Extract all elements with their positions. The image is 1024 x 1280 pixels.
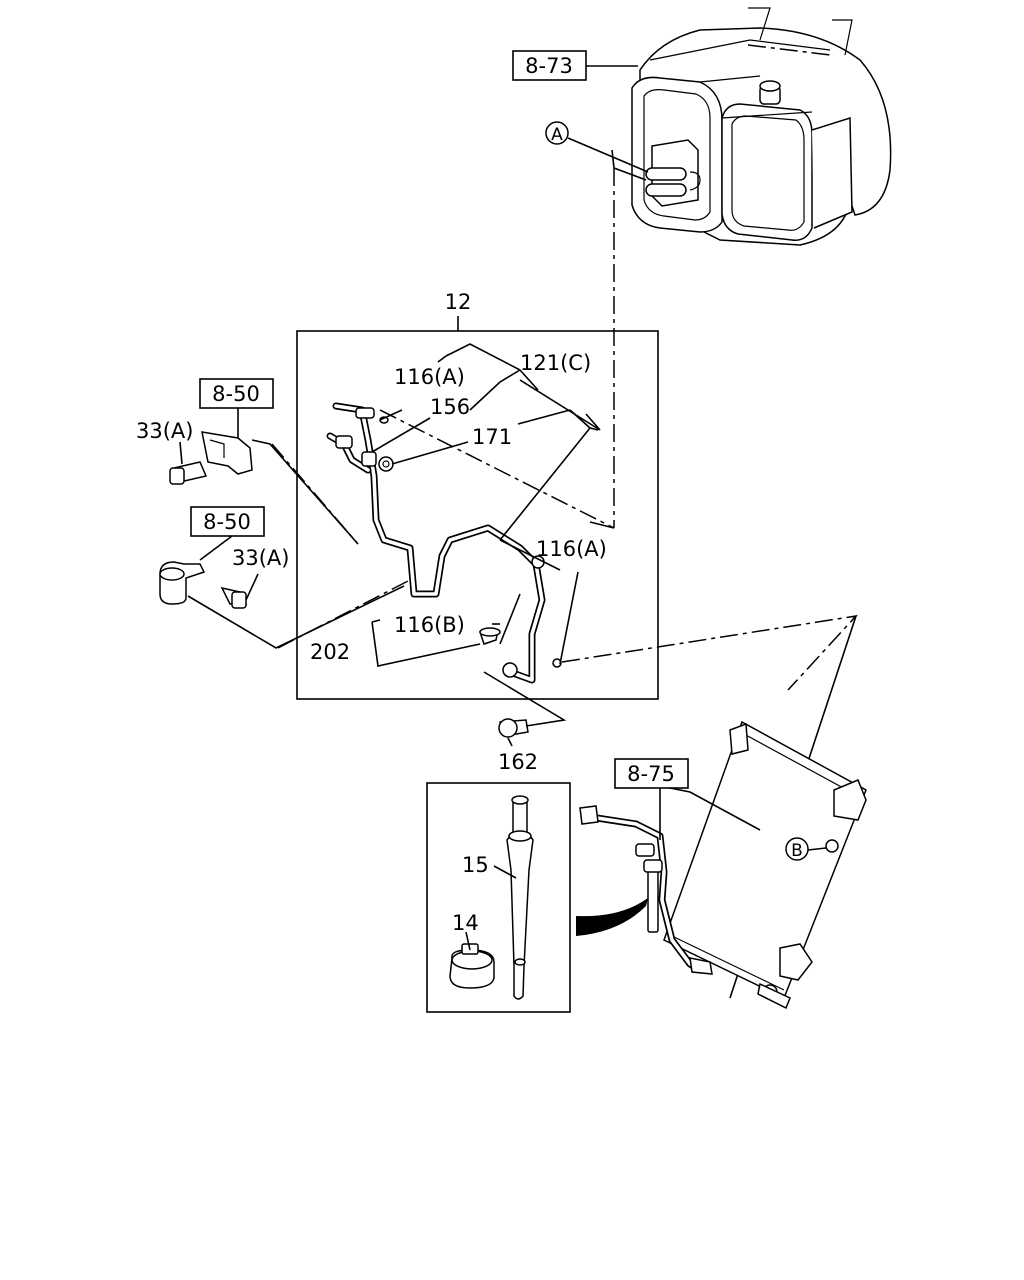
inset-14-15-frame	[426, 782, 571, 1013]
pointer-arrow	[576, 898, 648, 936]
clamp-upper	[169, 431, 253, 485]
svg-text:A: A	[551, 125, 563, 145]
ref-8-50-top-label: 8-50	[212, 382, 260, 406]
label-162: 162	[498, 750, 538, 774]
assembly-12-frame	[296, 330, 659, 700]
label-14: 14	[452, 911, 479, 935]
ref-8-50-bottom-label: 8-50	[203, 510, 251, 534]
ref-8-75-label: 8-75	[627, 762, 675, 786]
bolt-162	[498, 718, 529, 738]
pipe-assembly	[326, 402, 546, 684]
label-33a-bottom: 33(A)	[232, 546, 289, 570]
condenser-pipes	[579, 805, 713, 975]
callout-b: B	[785, 837, 809, 861]
ref-8-75[interactable]: 8-75	[614, 758, 689, 789]
callout-a: A	[545, 121, 569, 145]
label-156: 156	[430, 395, 470, 419]
ref-8-50-bottom[interactable]: 8-50	[190, 506, 265, 537]
label-202: 202	[310, 640, 350, 664]
ref-8-50-top[interactable]: 8-50	[199, 378, 274, 409]
label-15: 15	[462, 853, 489, 877]
hose-clamp-14	[449, 943, 495, 989]
label-33a-top: 33(A)	[136, 419, 193, 443]
ref-8-73-label: 8-73	[525, 54, 573, 78]
label-171: 171	[472, 425, 512, 449]
label-12: 12	[445, 290, 472, 314]
clamp-lower	[159, 561, 248, 609]
label-116b: 116(B)	[394, 613, 465, 637]
label-116a-top: 116(A)	[394, 365, 465, 389]
label-116a-right: 116(A)	[536, 537, 607, 561]
evaporator-unit-drawing	[631, 7, 892, 246]
dryer-tube-15	[506, 795, 534, 1000]
label-121c: 121(C)	[520, 351, 591, 375]
condenser-drawing	[663, 720, 867, 1010]
svg-text:B: B	[791, 841, 803, 861]
ref-8-73[interactable]: 8-73	[512, 50, 587, 81]
